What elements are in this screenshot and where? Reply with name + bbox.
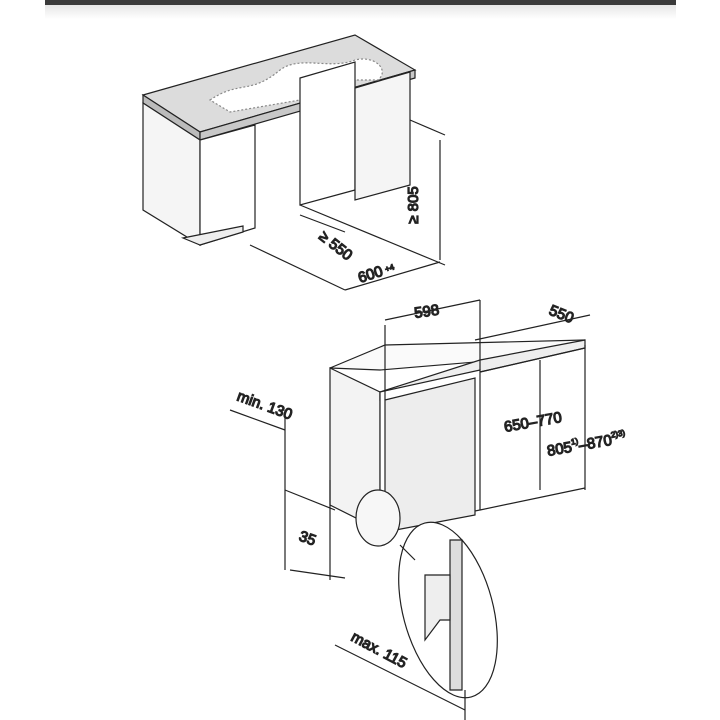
label-height-min: ≥ 805 <box>405 186 422 223</box>
label-width-base: 600 <box>356 263 385 287</box>
label-appliance-width: 598 <box>413 302 440 322</box>
niche-height-b-note: 2)3) <box>610 428 626 439</box>
niche-height-a: 805 <box>546 439 574 460</box>
niche-height-sep: –870 <box>577 432 613 455</box>
label-door-height: 650–770 <box>503 409 563 436</box>
label-width-tolerance: +4 <box>384 262 396 274</box>
label-plinth-gap: 35 <box>297 528 318 550</box>
niche-height-a-note: 1) <box>570 437 579 447</box>
appliance-drawing <box>229 299 591 720</box>
header-bar <box>45 0 676 5</box>
label-plinth-max: max. 115 <box>348 629 409 672</box>
cabinet-niche-drawing <box>141 34 446 291</box>
header-shadow <box>45 5 676 19</box>
label-plinth-min: min. 130 <box>235 388 295 424</box>
label-niche-height: 8051)–8702)3) <box>546 428 628 460</box>
label-depth-min: ≥ 550 <box>316 228 356 264</box>
